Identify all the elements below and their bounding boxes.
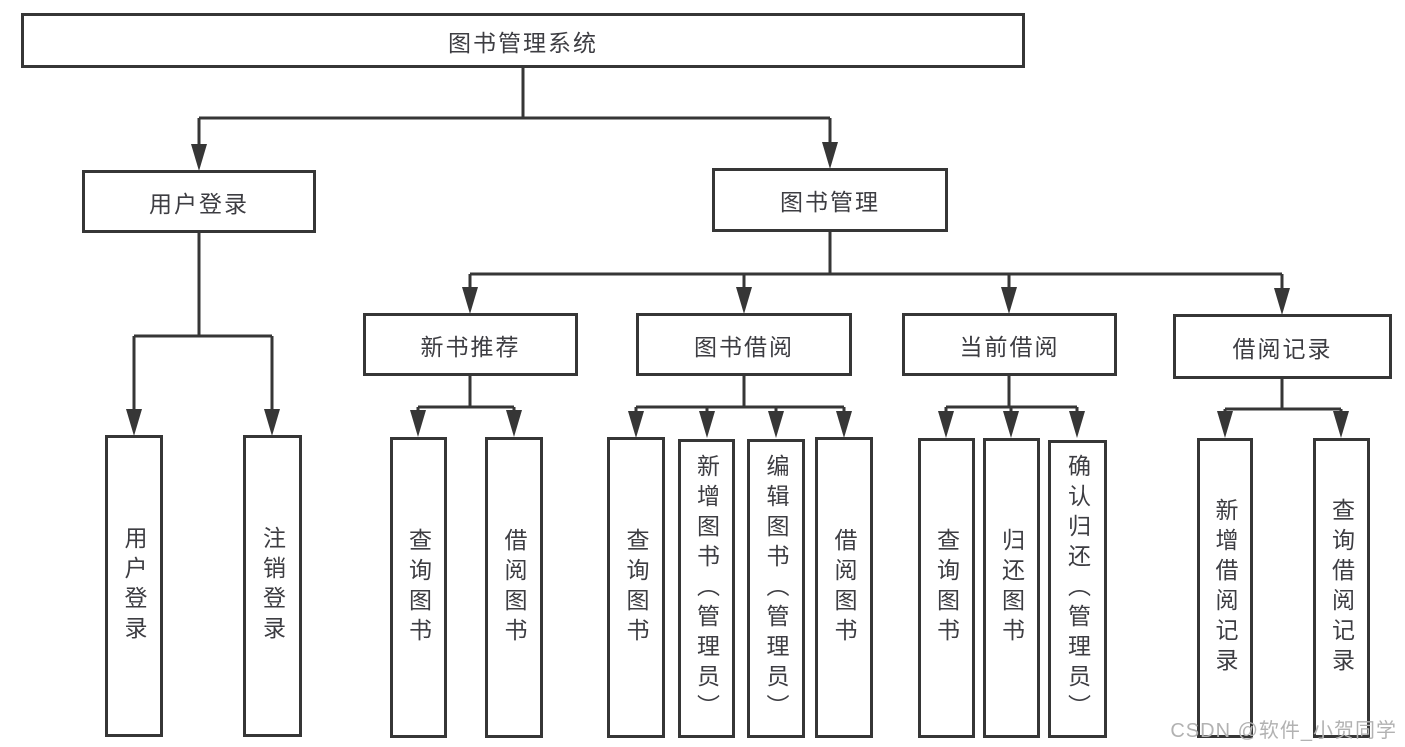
- leaf-recommend-borrow-book: 借阅图书: [485, 437, 543, 738]
- node-root-library-system: 图书管理系统: [21, 13, 1025, 68]
- leaf-borrowing-edit-book-admin: 编辑图书（管理员）: [747, 439, 805, 738]
- leaf-current-return-book: 归还图书: [983, 438, 1040, 738]
- leaf-current-confirm-return-admin: 确认归还（管理员）: [1048, 440, 1107, 738]
- leaf-recommend-query-book: 查询图书: [390, 437, 447, 738]
- leaf-records-query-record: 查询借阅记录: [1313, 438, 1370, 738]
- node-user-login: 用户登录: [82, 170, 316, 233]
- node-book-management: 图书管理: [712, 168, 948, 232]
- node-current-borrow: 当前借阅: [902, 313, 1117, 376]
- node-book-borrowing: 图书借阅: [636, 313, 852, 376]
- node-new-book-recommend: 新书推荐: [363, 313, 578, 376]
- leaf-borrowing-borrow-book: 借阅图书: [815, 437, 873, 738]
- node-borrow-records: 借阅记录: [1173, 314, 1392, 379]
- watermark-text: CSDN @软件_小贺同学: [1170, 720, 1397, 742]
- leaf-borrowing-add-book-admin: 新增图书（管理员）: [678, 439, 735, 738]
- leaf-logout: 注销登录: [243, 435, 302, 737]
- leaf-current-query-book: 查询图书: [918, 438, 975, 738]
- leaf-records-add-record: 新增借阅记录: [1197, 438, 1253, 738]
- leaf-user-login: 用户登录: [105, 435, 163, 737]
- leaf-borrowing-query-book: 查询图书: [607, 437, 665, 738]
